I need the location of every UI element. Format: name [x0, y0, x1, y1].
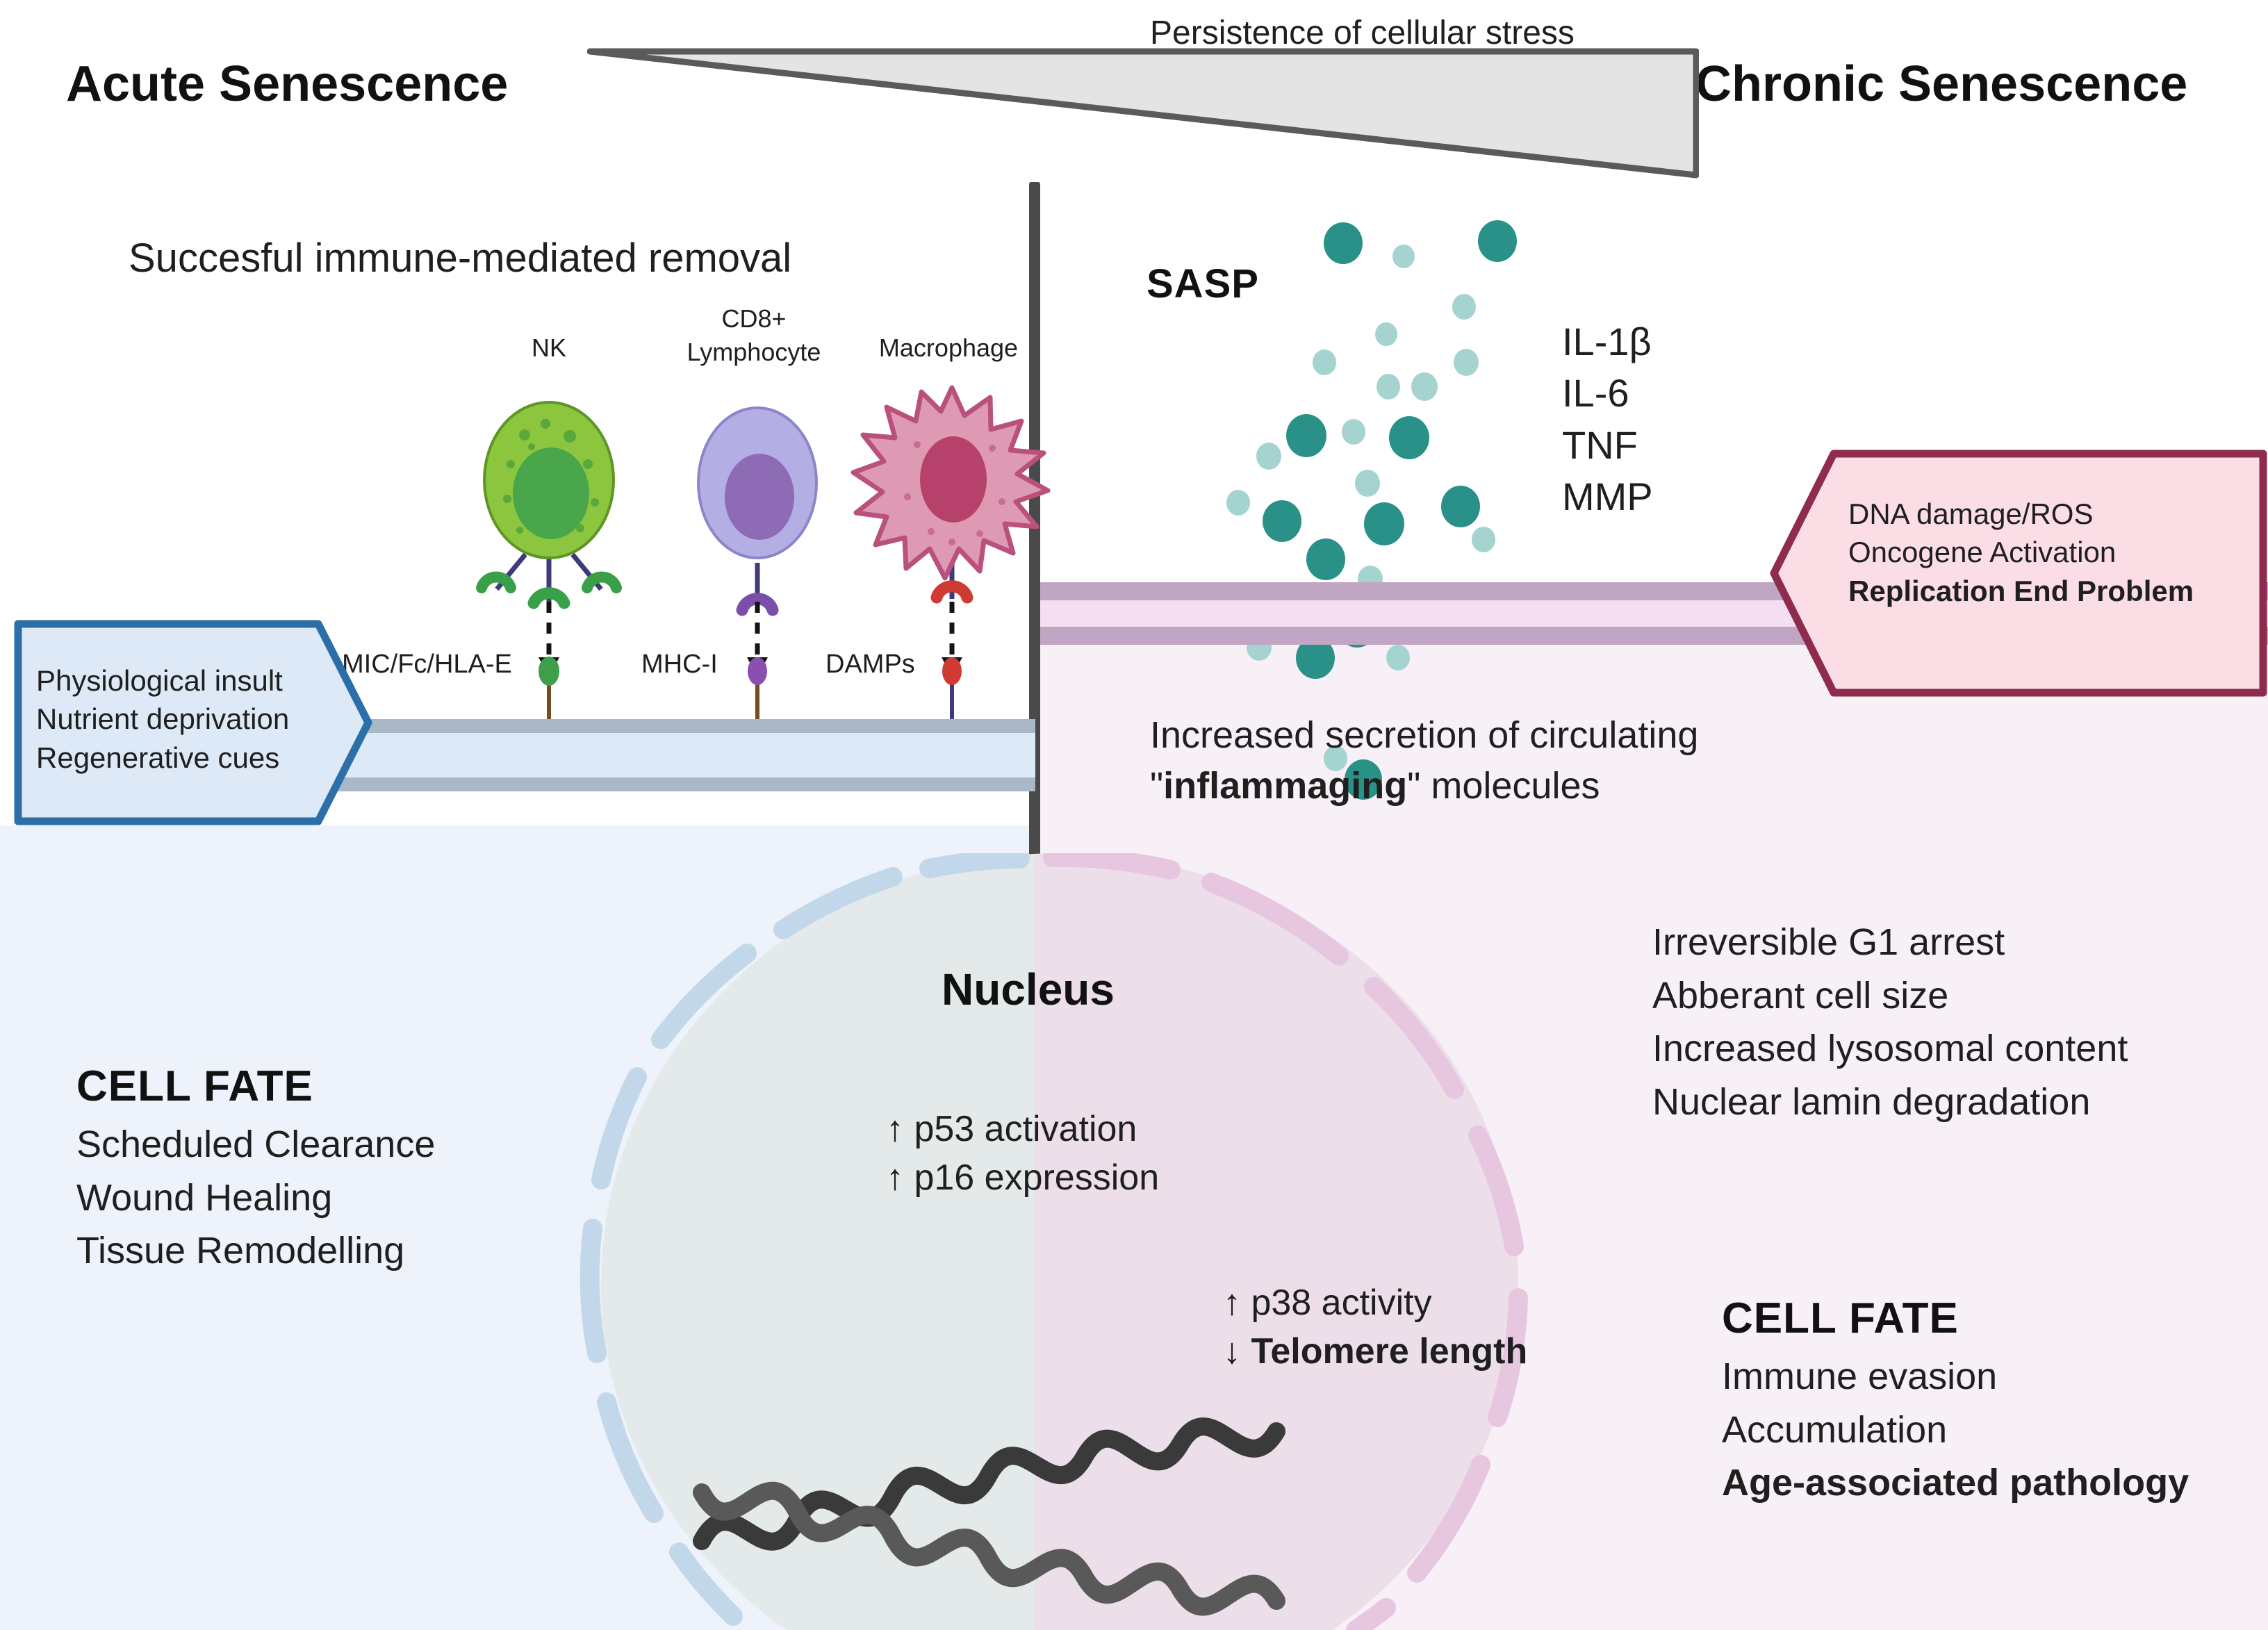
sasp-molecule-dot	[1452, 294, 1476, 320]
cell-fate-chronic-item-bold: Age-associated pathology	[1722, 1462, 2189, 1504]
chronic-feature-0: Irreversible G1 arrest	[1652, 921, 2005, 963]
sasp-molecule-dot	[1411, 372, 1438, 401]
sasp-molecule-dot	[1345, 759, 1382, 800]
insult-line-1: Physiological insult	[36, 664, 283, 697]
macrophage-icon	[850, 385, 1051, 604]
cytokine-1: IL-6	[1562, 371, 1629, 415]
nucleus-left-notes: ↑ p53 activation ↑ p16 expression	[886, 1105, 1159, 1202]
stress-gradient-wedge	[587, 48, 1699, 179]
cell-fate-acute-item-0: Scheduled Clearance	[76, 1123, 436, 1165]
sasp-molecule-dot	[1324, 222, 1363, 265]
cell-fate-acute-item-2: Tissue Remodelling	[76, 1230, 405, 1272]
receptor-label-damps: DAMPs	[825, 650, 915, 679]
sasp-molecule-dot	[1377, 374, 1400, 400]
nucleus-graphic	[580, 853, 1528, 1630]
acute-cell-membrane	[229, 719, 1035, 804]
cell-label-cd8-line1: CD8+	[721, 304, 787, 333]
page-title-chronic: Chronic Senescence	[1695, 56, 2188, 112]
insult-line-2: Nutrient deprivation	[36, 702, 290, 736]
inflammaging-text: Increased secretion of circulating "infl…	[1150, 710, 1698, 812]
nucleus-note-telomere: ↓ Telomere length	[1223, 1331, 1528, 1372]
insult-line-3: Regenerative cues	[36, 741, 280, 774]
cytokine-3: MMP	[1562, 475, 1653, 519]
inflammaging-line-1: Increased secretion of circulating	[1150, 714, 1699, 756]
nk-cell-icon	[476, 401, 622, 609]
quote-open: "	[1150, 764, 1164, 807]
cytokine-2: TNF	[1562, 422, 1638, 467]
sasp-molecule-dot	[1478, 220, 1517, 263]
sasp-title: SASP	[1147, 261, 1259, 306]
sasp-molecule-dot	[1324, 746, 1347, 771]
sasp-molecule-dot	[1263, 500, 1301, 543]
nucleus-note-p38: ↑ p38 activity	[1223, 1283, 1432, 1323]
sasp-molecule-dot	[1375, 322, 1397, 347]
inflammaging-keyword: inflammaging	[1163, 764, 1408, 807]
sasp-molecule-dot	[1454, 349, 1479, 376]
sasp-molecule-dot	[1389, 416, 1429, 460]
cell-fate-acute-item-1: Wound Healing	[76, 1176, 333, 1219]
quote-close: "	[1407, 764, 1421, 807]
nucleus-title: Nucleus	[942, 964, 1115, 1014]
chronic-feature-2: Increased lysosomal content	[1652, 1028, 2128, 1070]
page-title-acute: Acute Senescence	[66, 56, 509, 112]
nucleus-note-p53: ↑ p53 activation	[886, 1109, 1137, 1149]
sasp-molecule-dot	[1286, 414, 1326, 458]
chronic-feature-3: Nuclear lamin degradation	[1652, 1081, 2091, 1123]
chronic-trigger-callout-box	[1770, 450, 2267, 697]
nucleus-right-notes: ↑ p38 activity ↓ Telomere length	[1223, 1278, 1527, 1376]
nucleus-note-p16: ↑ p16 expression	[886, 1158, 1160, 1199]
sasp-molecule-dot	[1355, 470, 1380, 497]
chronic-feature-1: Abberant cell size	[1652, 974, 1949, 1016]
sasp-molecule-dot	[1472, 527, 1495, 552]
sasp-molecule-dot	[1226, 490, 1250, 516]
sasp-molecule-dot	[1256, 443, 1281, 470]
cell-fate-acute-title: CELL FATE	[76, 1062, 313, 1110]
cell-fate-chronic-item-1: Accumulation	[1722, 1408, 1948, 1451]
sasp-molecule-dot	[1364, 502, 1404, 546]
sasp-molecule-dot	[1386, 645, 1410, 670]
sasp-molecule-dot	[1342, 419, 1365, 445]
inflammaging-tail: molecules	[1420, 764, 1600, 807]
cell-label-nk: NK	[531, 334, 566, 362]
receptor-label-mhc-i: MHC-I	[641, 650, 718, 679]
cytokine-0: IL-1β	[1562, 320, 1652, 363]
cell-fate-chronic-item-0: Immune evasion	[1722, 1356, 1998, 1397]
cell-label-cd8-line2: Lymphocyte	[687, 338, 821, 366]
cd8-lymphocyte-icon	[697, 406, 818, 616]
cytokine-list: IL-1β IL-6 TNF MMP	[1562, 316, 1653, 523]
sasp-molecule-dot	[1306, 538, 1345, 581]
trigger-line-3-bold: Replication End Problem	[1848, 574, 2194, 607]
cell-fate-chronic-title: CELL FATE	[1722, 1294, 1959, 1342]
insult-callout-box	[14, 620, 372, 825]
cell-fate-acute: CELL FATE Scheduled Clearance Wound Heal…	[76, 1062, 435, 1278]
immune-removal-label: Succesful immune-mediated removal	[129, 236, 792, 281]
sasp-molecule-dot	[1313, 349, 1336, 375]
cell-label-macrophage: Macrophage	[878, 334, 1019, 362]
trigger-line-2: Oncogene Activation	[1848, 536, 2117, 569]
cell-fate-chronic: CELL FATE Immune evasion Accumulation Ag…	[1722, 1294, 2189, 1510]
sasp-molecule-dot	[1392, 245, 1415, 269]
gradient-label: Persistence of cellular stress	[1150, 15, 1575, 51]
chronic-feature-list: Irreversible G1 arrest Abberant cell siz…	[1652, 916, 2128, 1129]
inflammaging-line-2: "inflammaging" molecules	[1150, 761, 1698, 812]
sasp-molecule-dot	[1441, 486, 1480, 528]
trigger-line-1: DNA damage/ROS	[1848, 497, 2094, 530]
receptor-label-mic-fc-hla-e: MIC/Fc/HLA-E	[342, 650, 512, 679]
